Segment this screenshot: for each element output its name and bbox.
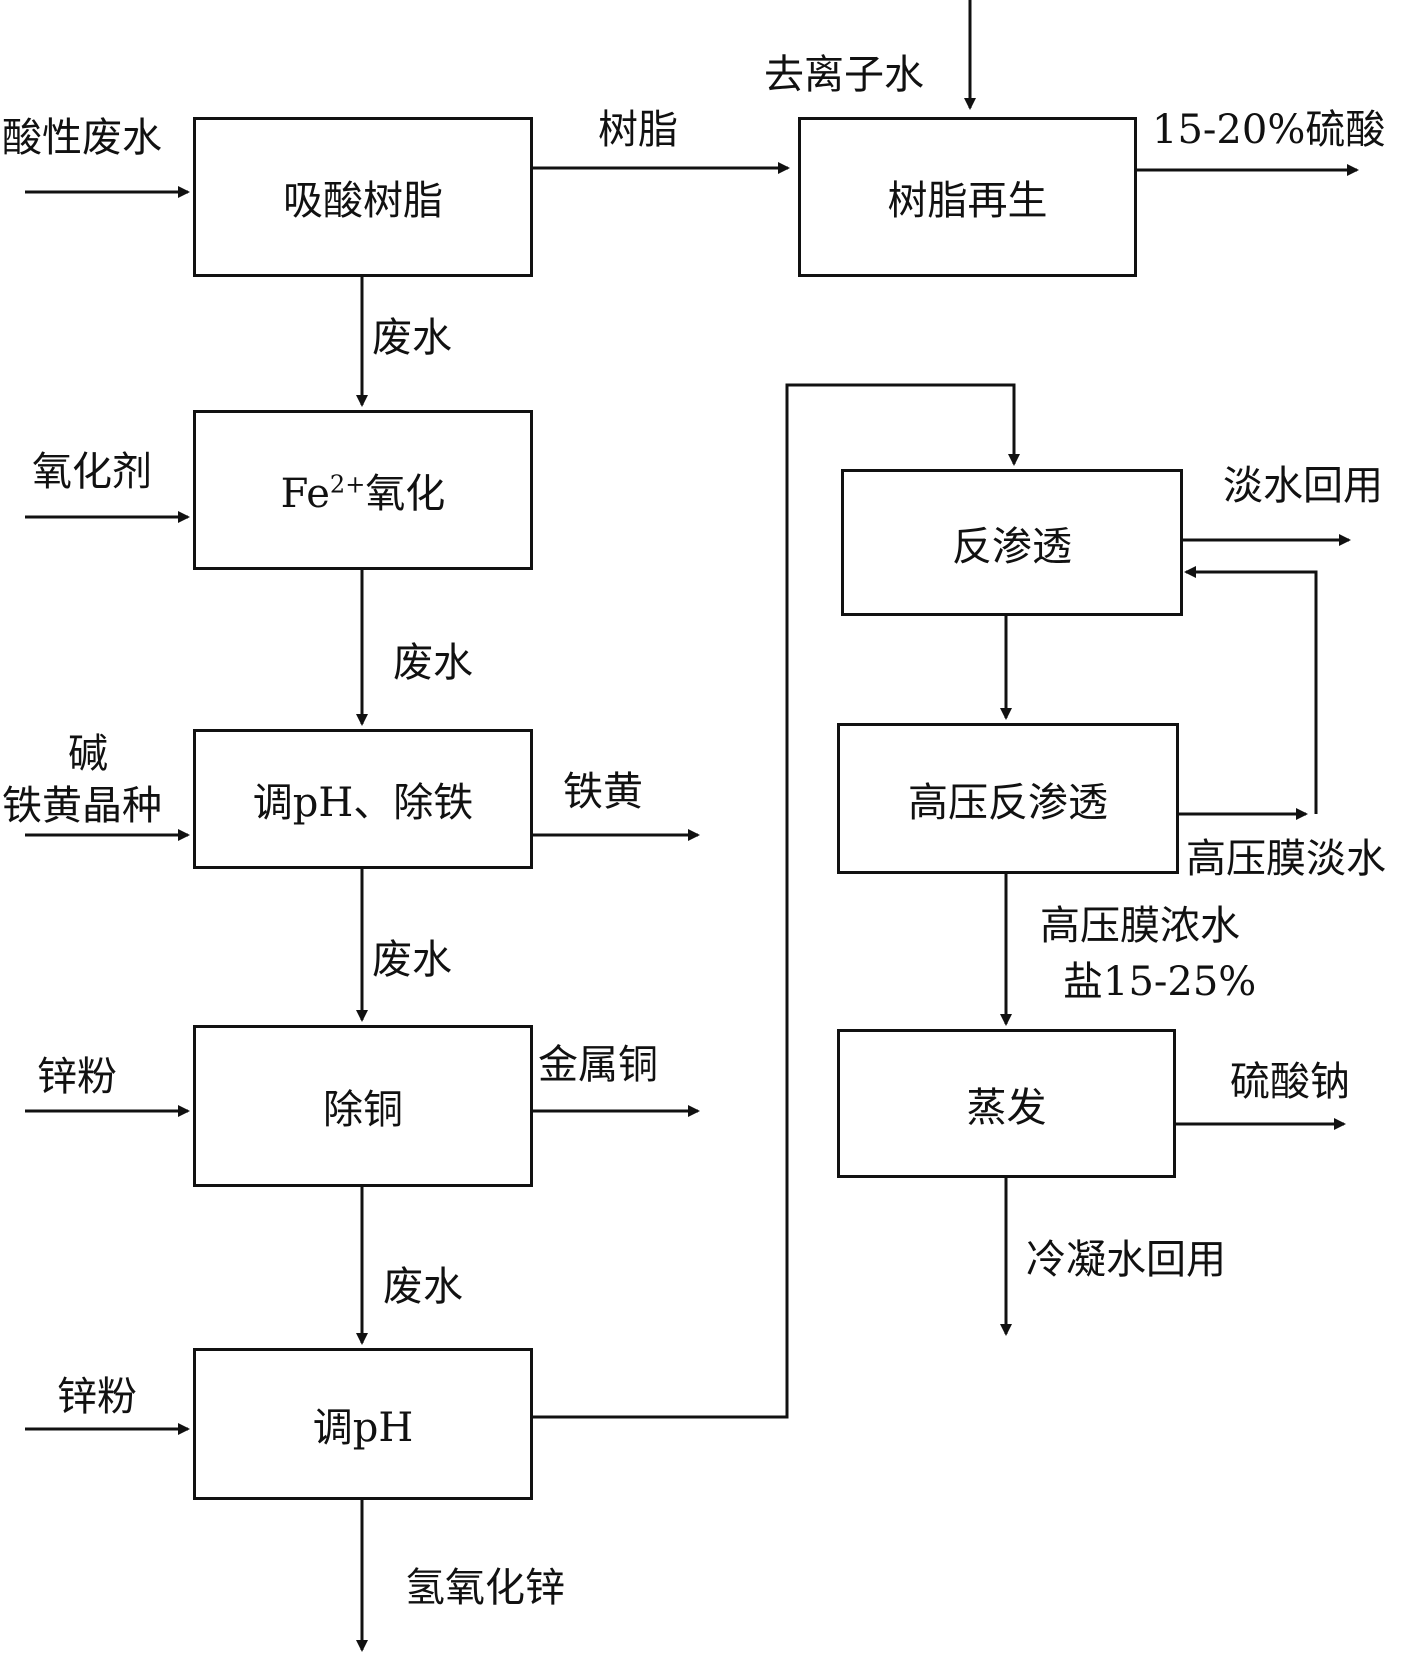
label-wastewater-3: 废水	[372, 937, 452, 983]
fe-charge: 2+	[329, 470, 366, 499]
box-copper-removal: 除铜	[193, 1025, 533, 1187]
label-iron-yellow: 铁黄	[563, 769, 643, 815]
label-zinc-powder-2: 锌粉	[57, 1374, 137, 1420]
box-copper-removal-label: 除铜	[323, 1087, 403, 1133]
box-reverse-osmosis-label: 反渗透	[952, 523, 1072, 570]
label-wastewater-2: 废水	[393, 640, 473, 686]
label-condensate-reuse: 冷凝水回用	[1026, 1237, 1226, 1283]
label-iron-yellow-seed: 铁黄晶种	[2, 783, 162, 829]
box-evaporation-label: 蒸发	[966, 1084, 1047, 1131]
label-acid-wastewater: 酸性废水	[2, 115, 162, 161]
label-sodium-sulfate: 硫酸钠	[1230, 1059, 1350, 1105]
label-hp-membrane-fresh-water: 高压膜淡水	[1186, 836, 1386, 882]
box-resin-regeneration-label: 树脂再生	[887, 178, 1048, 224]
label-oxidant: 氧化剂	[32, 449, 152, 495]
label-sulfuric-acid: 15-20%硫酸	[1152, 107, 1386, 153]
label-fresh-water-reuse: 淡水回用	[1223, 463, 1383, 509]
box-evaporation: 蒸发	[837, 1029, 1176, 1178]
oxidation-text: 氧化	[365, 471, 446, 517]
fe-text: Fe	[280, 471, 330, 517]
box-hp-reverse-osmosis-label: 高压反渗透	[908, 779, 1108, 826]
arrow-to-reverse-osmosis	[533, 383, 1020, 1419]
box-ph-adjust: 调pH	[193, 1348, 533, 1500]
box-acid-absorbing-resin: 吸酸树脂	[193, 117, 533, 277]
box-fe-oxidation-label: Fe2+氧化	[281, 461, 446, 519]
label-wastewater-1: 废水	[372, 315, 452, 361]
label-zinc-hydroxide: 氢氧化锌	[405, 1565, 565, 1611]
label-resin: 树脂	[598, 107, 678, 153]
label-salt-concentration: 盐15-25%	[1063, 959, 1257, 1005]
label-hp-membrane-concentrate: 高压膜浓水	[1040, 903, 1240, 949]
label-alkali: 碱	[68, 731, 108, 777]
arrow-hp-fresh-water-recycle	[1184, 566, 1318, 814]
label-zinc-powder-1: 锌粉	[37, 1054, 117, 1100]
label-wastewater-4: 废水	[383, 1264, 463, 1310]
box-fe-oxidation: Fe2+氧化	[193, 410, 533, 570]
box-ph-iron-removal-label: 调pH、除铁	[252, 780, 474, 826]
box-reverse-osmosis: 反渗透	[841, 469, 1183, 616]
label-metal-copper: 金属铜	[538, 1042, 658, 1088]
box-ph-adjust-label: 调pH	[312, 1405, 414, 1451]
box-ph-iron-removal: 调pH、除铁	[193, 729, 533, 869]
box-hp-reverse-osmosis: 高压反渗透	[837, 723, 1179, 874]
box-resin-regeneration: 树脂再生	[798, 117, 1137, 277]
label-deionized-water: 去离子水	[764, 52, 924, 98]
box-acid-absorbing-resin-label: 吸酸树脂	[283, 178, 443, 224]
